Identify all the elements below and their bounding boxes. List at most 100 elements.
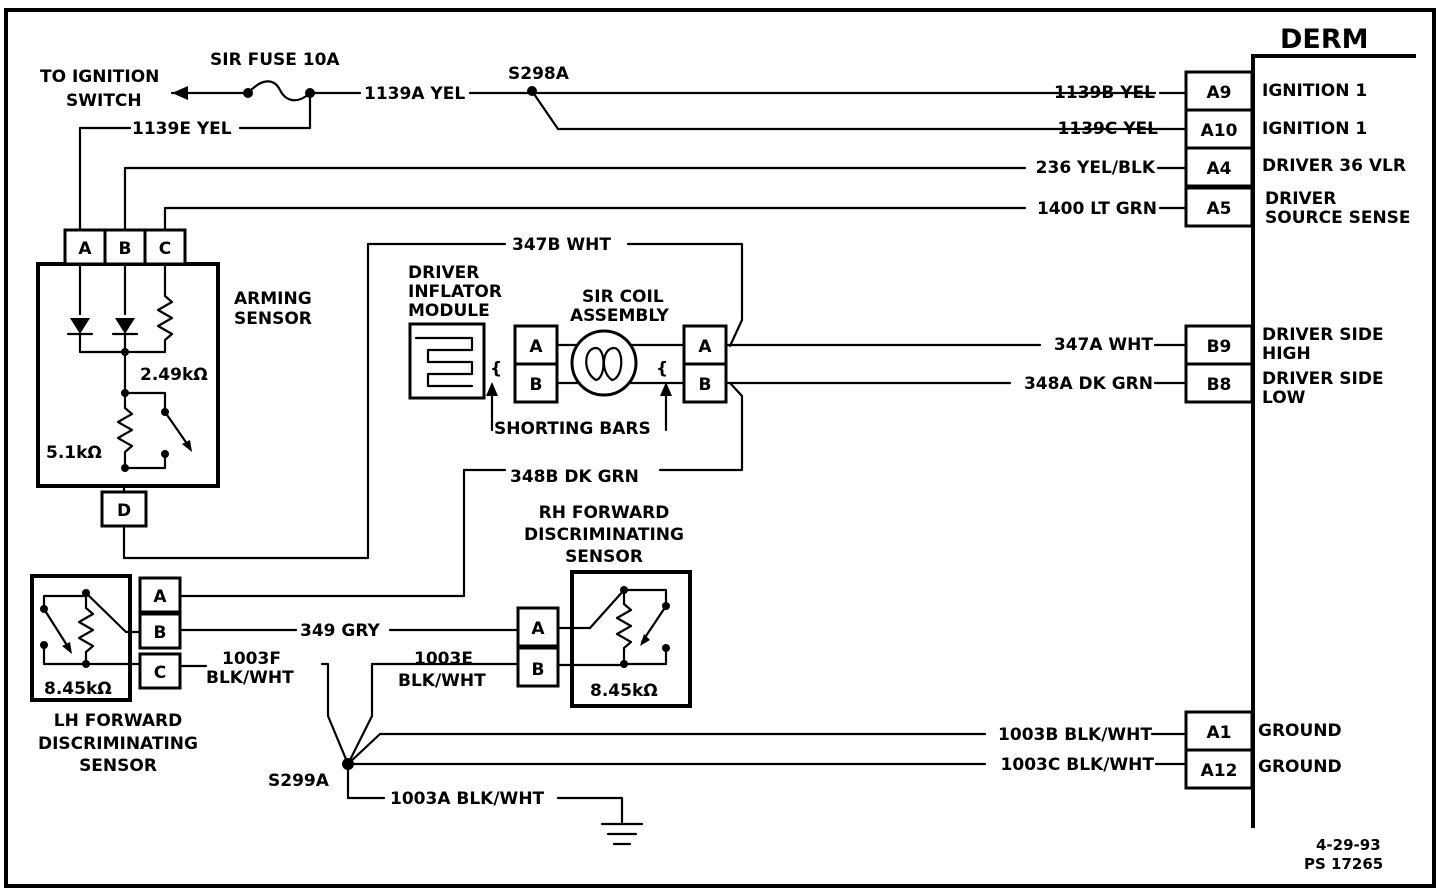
wire-348b-label: 348B DK GRN xyxy=(510,467,639,487)
derm-pin-a1-label: A1 xyxy=(1207,723,1232,743)
resistor-5k1-icon xyxy=(116,391,134,472)
derm-func-source-sense: SOURCE SENSE xyxy=(1265,208,1411,228)
wire-347b-label: 347B WHT xyxy=(512,235,611,255)
lh-sensor: 8.45kΩ A B C LH FORWARD DISCRIMINATING S… xyxy=(30,574,198,776)
resistor-5k1-label: 5.1kΩ xyxy=(46,443,102,463)
rh-sensor-label-3: SENSOR xyxy=(565,547,643,567)
derm-func-ignition-1b: IGNITION 1 xyxy=(1262,119,1367,139)
wire-1003f-label-2: BLK/WHT xyxy=(206,668,294,688)
derm-pin-a12-label: A12 xyxy=(1201,761,1238,781)
wire-1139a-label: 1139A YEL xyxy=(364,84,465,104)
lh-pin-c xyxy=(138,652,182,690)
derm-func-driver: DRIVER xyxy=(1265,189,1336,209)
wire-1003f-label-1: 1003F xyxy=(222,649,281,669)
sir-fuse-label: SIR FUSE 10A xyxy=(210,50,340,70)
lh-pin-b-label: B xyxy=(154,623,167,643)
arming-switch-icon xyxy=(163,410,192,450)
arming-pin-a xyxy=(63,228,107,266)
arming-pin-c-label: C xyxy=(159,239,171,259)
derm-pin-a1 xyxy=(1184,710,1254,752)
derm-pin-a4-label: A4 xyxy=(1207,159,1232,179)
diode-1-icon xyxy=(70,318,90,334)
resistor-2k49-label: 2.49kΩ xyxy=(140,365,208,385)
derm-pin-a10-label: A10 xyxy=(1201,121,1238,141)
sir-fuse-symbol xyxy=(246,80,312,102)
inflator-squib-icon xyxy=(414,336,474,388)
wire-349-group: 349 GRY xyxy=(178,621,520,641)
shorting-bar-left-icon: { xyxy=(490,359,502,379)
arming-sensor: A B C D ARMING SENSOR 2.49kΩ 5.1kΩ xyxy=(36,228,744,560)
lh-resistor-icon xyxy=(77,591,95,666)
lh-pin-b xyxy=(138,612,182,650)
rh-resistor-label: 8.45kΩ xyxy=(590,681,658,701)
arming-sensor-label-1: ARMING xyxy=(234,289,312,309)
inflator-label-3: MODULE xyxy=(408,301,490,321)
rh-resistor-icon xyxy=(615,588,633,666)
derm-pin-a12 xyxy=(1184,748,1254,790)
wire-349-label: 349 GRY xyxy=(300,621,381,641)
sir-coil-label-1: SIR COIL xyxy=(582,287,664,307)
derm-func-driver-side-high-2: HIGH xyxy=(1262,344,1311,364)
arming-pin-a-label: A xyxy=(78,239,92,259)
rh-sensor-label-2: DISCRIMINATING xyxy=(524,525,684,545)
footer-code: PS 17265 xyxy=(1304,855,1383,873)
derm-func-driver-36-vlr: DRIVER 36 VLR xyxy=(1262,156,1406,176)
coil-pin-b-label: B xyxy=(699,375,712,395)
coil-pin-b xyxy=(682,362,728,404)
wire-1003a-label: 1003A BLK/WHT xyxy=(390,789,545,809)
lh-sensor-label-3: SENSOR xyxy=(79,756,157,776)
arming-pin-b-label: B xyxy=(119,239,132,259)
derm-func-ignition-1a: IGNITION 1 xyxy=(1262,81,1367,101)
lh-resistor-label: 8.45kΩ xyxy=(44,679,112,699)
derm-func-driver-side-low-1: DRIVER SIDE xyxy=(1262,369,1384,389)
sir-coil-label-2: ASSEMBLY xyxy=(570,306,670,326)
inflator-label-1: DRIVER xyxy=(408,263,479,283)
wire-236-label: 236 YEL/BLK xyxy=(1036,158,1156,178)
coil-pin-a-label: A xyxy=(698,337,712,357)
lh-sensor-body xyxy=(30,574,132,702)
to-ignition-label-2: SWITCH xyxy=(66,91,142,111)
derm-title: DERM xyxy=(1280,24,1369,55)
shorting-bar-right-icon: { xyxy=(656,359,668,379)
rh-pin-b xyxy=(516,646,560,688)
derm-pin-b9-label: B9 xyxy=(1207,337,1232,357)
arming-wires: 236 YEL/BLK 1400 LT GRN xyxy=(123,158,1188,232)
lh-switch-icon xyxy=(42,607,72,652)
s298a-label: S298A xyxy=(508,64,570,84)
lh-pin-a xyxy=(138,576,182,614)
derm-module: DERM A9 A10 A4 A5 B9 B8 A1 A12 IGNITION … xyxy=(1184,24,1416,828)
inflator-pin-b-label: B xyxy=(530,375,543,395)
wire-1003e-label-1: 1003E xyxy=(414,649,473,669)
ground-section: 1003F BLK/WHT 1003E BLK/WHT S299A 1003A … xyxy=(178,649,1188,846)
rh-sensor: A B 8.45kΩ RH FORWARD DISCRIMINATING SEN… xyxy=(516,503,692,708)
derm-pin-a4 xyxy=(1184,146,1254,188)
wire-348a-label: 348A DK GRN xyxy=(1024,374,1153,394)
wire-1003b-label: 1003B BLK/WHT xyxy=(998,725,1152,745)
wire-1139e-label: 1139E YEL xyxy=(132,119,232,139)
inflator-label-2: INFLATOR xyxy=(408,282,502,302)
lh-pin-c-label: C xyxy=(154,663,166,683)
derm-func-ground-2: GROUND xyxy=(1258,757,1342,777)
rh-sensor-body xyxy=(570,570,692,708)
ignition-section: TO IGNITION SWITCH SIR FUSE 10A 1139A YE… xyxy=(40,50,1188,232)
wire-1400-label: 1400 LT GRN xyxy=(1037,199,1157,219)
wire-347a-label: 347A WHT xyxy=(1054,335,1154,355)
arming-sensor-label-2: SENSOR xyxy=(234,309,312,329)
diode-2-icon xyxy=(115,318,135,334)
diagram-frame xyxy=(4,8,1436,888)
derm-func-ground-1: GROUND xyxy=(1258,721,1342,741)
wire-1139c-label: 1139C YEL xyxy=(1058,119,1159,139)
wire-1139b-label: 1139B YEL xyxy=(1054,83,1155,103)
lh-sensor-label-2: DISCRIMINATING xyxy=(38,734,198,754)
s299a-label: S299A xyxy=(268,771,330,791)
resistor-2k49-icon xyxy=(123,262,174,354)
inflator-module-body xyxy=(408,322,486,400)
lh-sensor-label-1: LH FORWARD xyxy=(54,711,182,731)
arming-pin-d-label: D xyxy=(117,501,131,521)
rh-sensor-label-1: RH FORWARD xyxy=(539,503,670,523)
wire-1003e-label-2: BLK/WHT xyxy=(398,671,486,691)
shorting-bars-label: SHORTING BARS xyxy=(494,419,651,439)
rh-pin-a-label: A xyxy=(531,619,545,639)
inflator-pin-b xyxy=(513,362,559,404)
